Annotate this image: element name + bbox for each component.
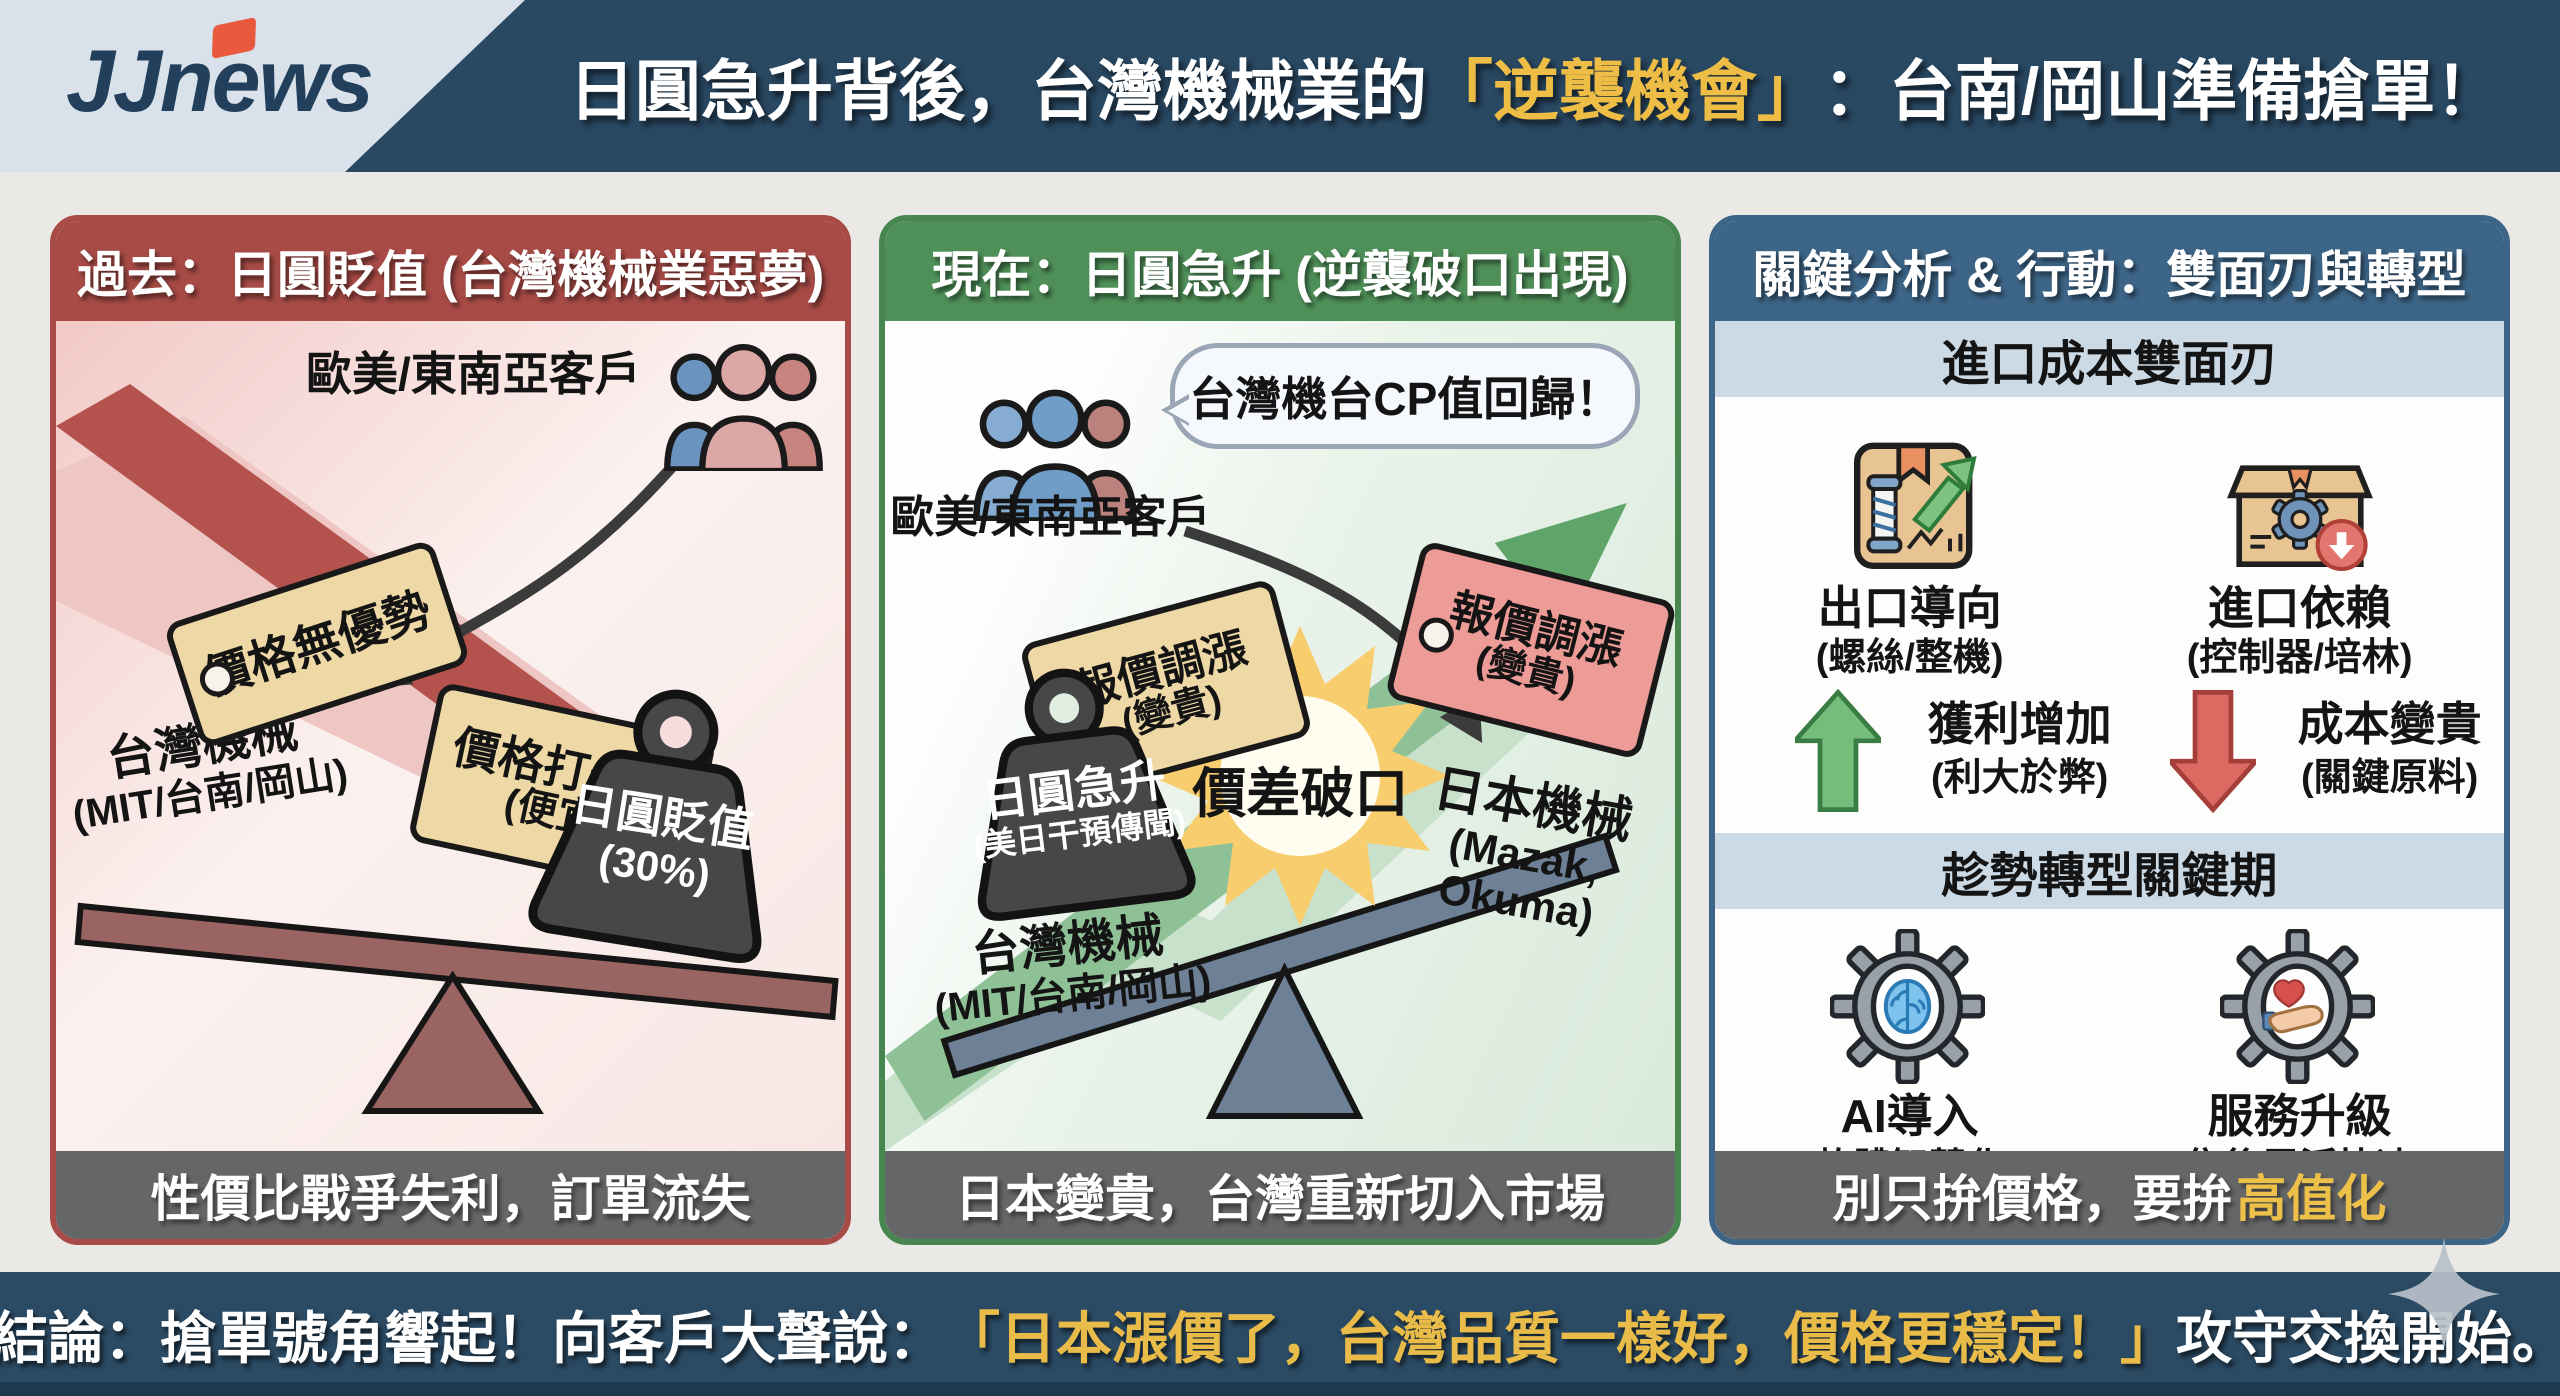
panel-analysis-footer-text: 別只拚價格，要拚 — [1832, 1171, 2233, 1227]
service-sublabel: (售後靈活快速) — [2145, 1147, 2455, 1151]
panel-past-footer-text: 性價比戰爭失利，訂單流失 — [150, 1171, 751, 1227]
ai-sublabel: (軟體智慧化) — [1755, 1147, 2065, 1151]
export-label: 出口導向 — [1817, 582, 2002, 634]
panel-analysis: 關鍵分析 & 行動：雙面刃與轉型 進口成本雙面刃 — [1708, 215, 2510, 1245]
price-gap-label: 價差破口 — [1192, 764, 1409, 824]
ai-label: AI導入 — [1840, 1090, 1979, 1142]
export-box-icon — [1853, 442, 1977, 569]
conclusion-bar: 結論：搶單號角響起！向客戶大聲說：「日本漲價了，台灣品質一樣好，價格更穩定！」攻… — [0, 1272, 2560, 1396]
down-arrow-icon — [2169, 690, 2256, 813]
bottom-edge-strip — [0, 1382, 2560, 1396]
conclusion-highlight: 「日本漲價了，台灣品質一樣好，價格更穩定！」 — [944, 1306, 2176, 1370]
page-title-highlight: 「逆襲機會」 — [1426, 54, 1823, 128]
import-label: 進口依賴 — [2207, 582, 2392, 634]
conclusion-part1: 結論：搶單號角響起！向客戶大聲說： — [0, 1306, 944, 1370]
weight-shape — [528, 689, 762, 963]
import-sublabel: (控制器/培林) — [2186, 637, 2413, 679]
service-label: 服務升級 — [2207, 1090, 2392, 1142]
panel-past-body: 歐美/東南亞客戶 價格無優勢 價格打七折 (便宜) 台灣機械 (MIT/台南/岡… — [56, 321, 846, 1151]
logo-area: JJnews — [0, 0, 525, 172]
ai-gear-icon — [1829, 929, 1985, 1084]
page-title: 日圓急升背後，台灣機械業的「逆襲機會」：台南/岡山準備搶單！ — [520, 0, 2550, 172]
header-bar: 日圓急升背後，台灣機械業的「逆襲機會」：台南/岡山準備搶單！ JJnews — [0, 0, 2560, 172]
page-title-part2: ：台南/岡山準備搶單！ — [1822, 54, 2502, 128]
panel-past-title: 過去：日圓貶值 (台灣機械業惡夢) — [56, 221, 846, 321]
service-gear-icon — [2219, 929, 2375, 1084]
customers-label: 歐美/東南亞客戶 — [890, 493, 1211, 542]
profit-label: 獲利增加 — [1927, 698, 2112, 750]
panel-past: 過去：日圓貶值 (台灣機械業惡夢) — [50, 215, 852, 1245]
customers-label: 歐美/東南亞客戶 — [306, 348, 641, 400]
panel-analysis-footer: 別只拚價格，要拚高值化 — [1714, 1151, 2504, 1239]
speech-bubble-text: 台灣機台CP值回歸！ — [1189, 373, 1622, 425]
conclusion-part2: 攻守交換開始。 — [2176, 1306, 2560, 1370]
section-import-cost-title: 進口成本雙面刃 — [1714, 321, 2504, 397]
panel-present-title: 現在：日圓急升 (逆襲破口出現) — [885, 221, 1675, 321]
panel-present-footer-text: 日本變貴，台灣重新切入市場 — [954, 1171, 1605, 1227]
import-box-icon — [2226, 465, 2373, 571]
weight-shape — [978, 668, 1196, 921]
panel-present: 現在：日圓急升 (逆襲破口出現) — [879, 215, 1681, 1245]
up-arrow-icon — [1794, 689, 1881, 812]
panel-present-body: 台灣機台CP值回歸！ 歐美/東南亞客戶 報價調漲 (變貴) 報價調漲 (變貴) — [885, 321, 1675, 1151]
panel-row: 過去：日圓貶值 (台灣機械業惡夢) — [50, 215, 2510, 1245]
yen-surge-weight-icon: 日圓急升 (美日干預傳聞) — [920, 645, 1231, 947]
cost-sublabel: (關鍵原料) — [2301, 757, 2479, 799]
panel-present-footer: 日本變貴，台灣重新切入市場 — [885, 1151, 1675, 1239]
cost-label: 成本變貴 — [2297, 698, 2482, 750]
sparkle-icon — [2388, 1238, 2500, 1350]
panel-analysis-footer-highlight: 高值化 — [2236, 1171, 2387, 1227]
section-transformation-title: 趁勢轉型關鍵期 — [1714, 833, 2504, 909]
panel-analysis-title: 關鍵分析 & 行動：雙面刃與轉型 — [1714, 221, 2504, 321]
panel-past-footer: 性價比戰爭失利，訂單流失 — [56, 1151, 846, 1239]
people-group-icon — [664, 343, 823, 471]
profit-sublabel: (利大於弊) — [1931, 757, 2109, 799]
panel-analysis-body: 進口成本雙面刃 — [1714, 321, 2504, 1151]
people-group-icon — [973, 389, 1138, 521]
speech-bubble: 台灣機台CP值回歸！ — [1161, 343, 1641, 449]
export-sublabel: (螺絲/整機) — [1815, 637, 2004, 679]
page-title-part1: 日圓急升背後，台灣機械業的 — [568, 54, 1427, 128]
yen-depreciation-weight-icon: 日圓貶值 (30%) — [490, 659, 832, 992]
